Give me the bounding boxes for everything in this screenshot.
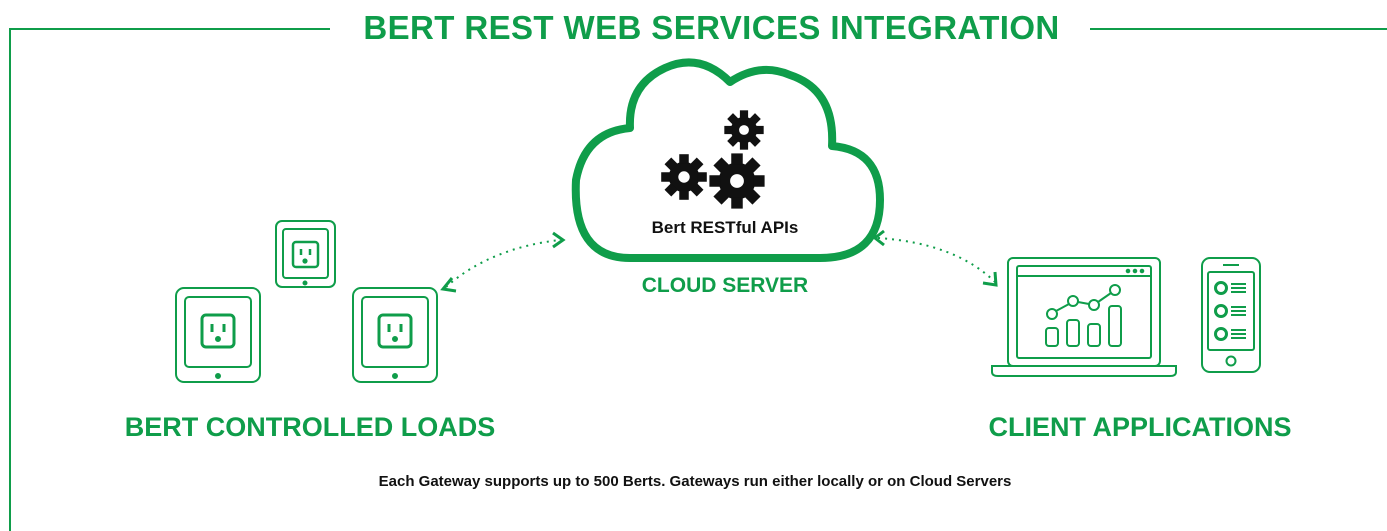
loads-label: BERT CONTROLLED LOADS (124, 412, 496, 442)
client-applications-label: CLIENT APPLICATIONS (988, 412, 1292, 442)
footnote: Each Gateway supports up to 500 Berts. G… (378, 473, 1012, 490)
cloud-inner-text: Bert RESTful APIs (651, 218, 799, 237)
cloud-server-label: CLOUD SERVER (641, 274, 809, 297)
page-title: BERT REST WEB SERVICES INTEGRATION (363, 9, 1060, 46)
